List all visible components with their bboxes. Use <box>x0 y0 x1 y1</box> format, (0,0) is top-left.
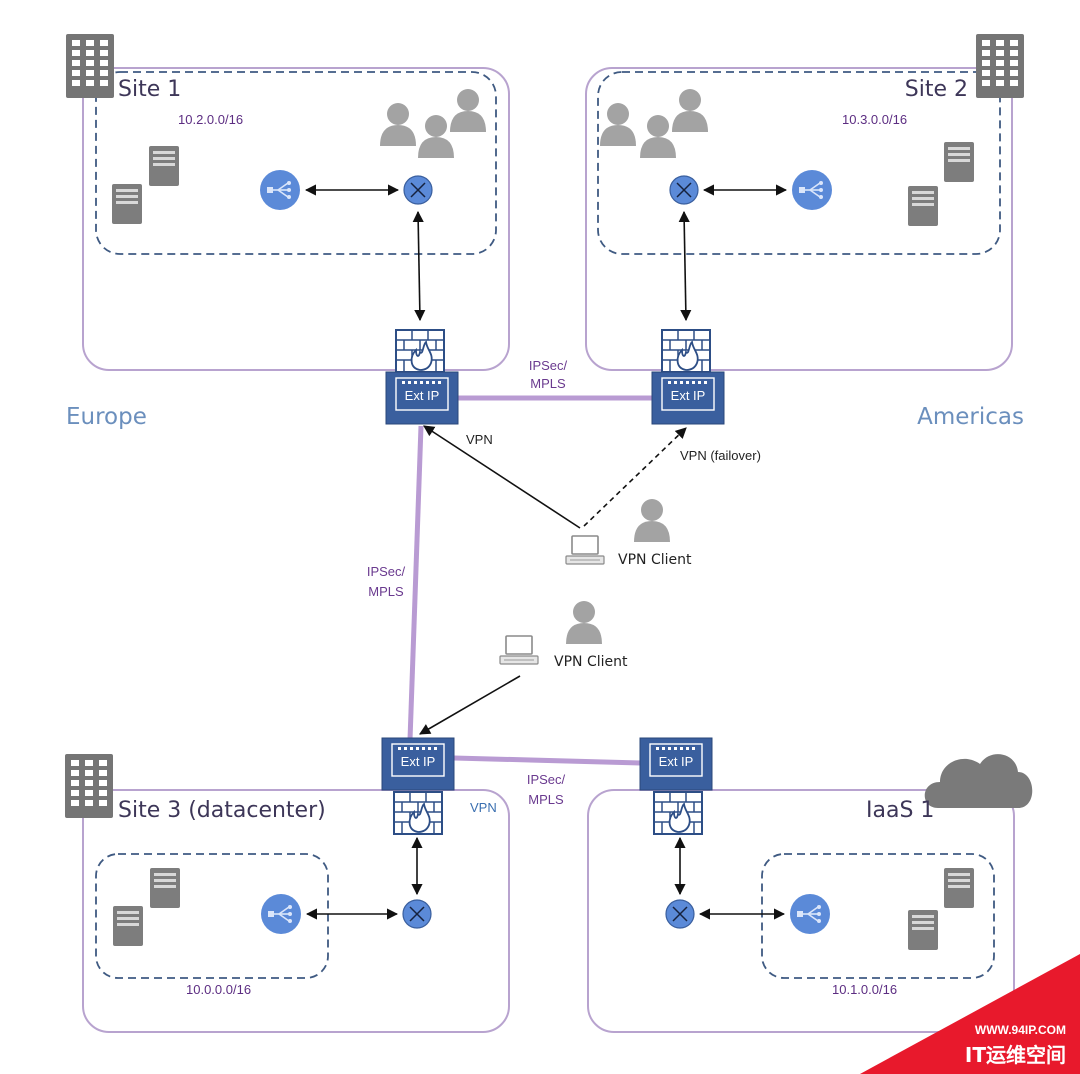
link-site1-site3 <box>407 425 424 741</box>
site1-user-icon <box>418 115 454 158</box>
cloud-icon <box>924 754 1033 808</box>
link-site3-iaas1 <box>453 755 643 766</box>
vpn-client2-link <box>419 675 521 735</box>
site2-router-icon <box>669 175 699 205</box>
vpn-client2-user-icon <box>566 601 602 644</box>
site1-building-icon <box>66 34 114 98</box>
site1-gateway-label: Ext IP <box>405 388 440 403</box>
iaas1-server-icon <box>944 868 974 908</box>
site3-container <box>82 789 510 1033</box>
vpn-client2-laptop-icon <box>499 635 539 665</box>
iaas1-firewall-icon <box>653 791 703 835</box>
site1-cidr: 10.2.0.0/16 <box>178 112 243 127</box>
link-bottom-label-2: MPLS <box>528 792 564 807</box>
site3-vpn-label: VPN <box>470 800 497 815</box>
site1-container <box>82 67 510 371</box>
site2-user-icon <box>672 89 708 132</box>
site3-building-icon <box>65 754 113 818</box>
link-bottom-label-1: IPSec/ <box>527 772 566 787</box>
site3-firewall-icon <box>393 791 443 835</box>
vpn-link <box>423 425 581 529</box>
link-left-label-2: MPLS <box>368 584 404 599</box>
site2-firewall-icon <box>661 329 711 373</box>
watermark-url: WWW.94IP.COM <box>975 1023 1066 1037</box>
site1-router-icon <box>403 175 433 205</box>
vpn-client1-label: VPN Client <box>618 552 692 568</box>
iaas1-gateway-label: Ext IP <box>659 754 694 769</box>
site3-load-balancer-icon <box>260 893 302 935</box>
iaas1-load-balancer-icon <box>789 893 831 935</box>
site2-subnet-box <box>597 71 1001 255</box>
site2-load-balancer-icon <box>791 169 833 211</box>
site2-cidr: 10.3.0.0/16 <box>842 112 907 127</box>
vpn-client1-laptop-icon <box>565 535 605 565</box>
iaas1-cidr: 10.1.0.0/16 <box>832 982 897 997</box>
site2-user-icon <box>600 103 636 146</box>
site1-user-icon <box>380 103 416 146</box>
site1-subnet-box <box>95 71 497 255</box>
site1-firewall-icon <box>395 329 445 373</box>
site1-router-firewall-link <box>412 210 426 322</box>
site2-router-firewall-link <box>678 210 692 322</box>
region-americas: Americas <box>917 404 1024 430</box>
site2-server-icon <box>944 142 974 182</box>
site2-container <box>585 67 1013 371</box>
vpn-client1-user-icon <box>634 499 670 542</box>
iaas1-router-icon <box>665 899 695 929</box>
site1-server-icon <box>149 146 179 186</box>
link-left-label-1: IPSec/ <box>367 564 406 579</box>
site1-user-icon <box>450 89 486 132</box>
site2-user-icon <box>640 115 676 158</box>
vpn-client2-label: VPN Client <box>554 654 628 670</box>
watermark-banner <box>860 954 1080 1074</box>
site2-server-icon <box>908 186 938 226</box>
link-top-label-2: MPLS <box>530 376 566 391</box>
site3-cidr: 10.0.0.0/16 <box>186 982 251 997</box>
site3-gateway-label: Ext IP <box>401 754 436 769</box>
vpn-label: VPN <box>466 432 493 447</box>
iaas1-title: IaaS 1 <box>866 798 934 823</box>
vpn-failover-link <box>583 427 687 527</box>
vpn-failover-label: VPN (failover) <box>680 448 761 463</box>
site1-server-icon <box>112 184 142 224</box>
site3-server-icon <box>150 868 180 908</box>
site1-load-balancer-icon <box>259 169 301 211</box>
site3-router-icon <box>402 899 432 929</box>
site2-gateway-label: Ext IP <box>671 388 706 403</box>
site3-server-icon <box>113 906 143 946</box>
site2-title: Site 2 <box>905 77 968 102</box>
link-top-label-1: IPSec/ <box>529 358 568 373</box>
region-europe: Europe <box>66 404 147 430</box>
site2-building-icon <box>976 34 1024 98</box>
iaas1-server-icon <box>908 910 938 950</box>
watermark-brand: IT运维空间 <box>965 1043 1066 1067</box>
site3-title: Site 3 (datacenter) <box>118 798 326 823</box>
iaas1-container <box>587 789 1015 1033</box>
site1-title: Site 1 <box>118 77 181 102</box>
